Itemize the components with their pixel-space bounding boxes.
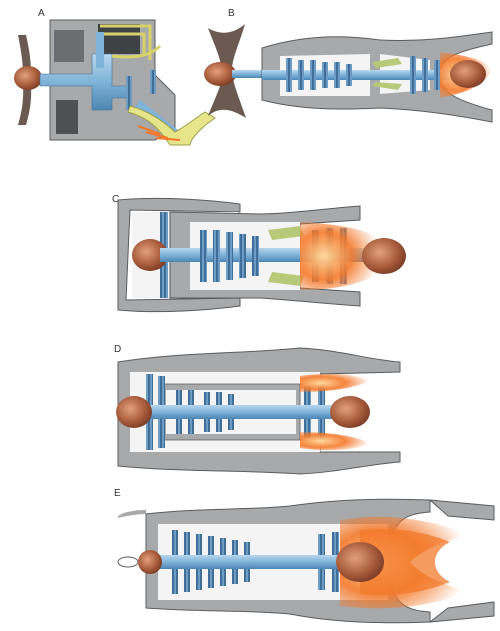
tail-cone-d xyxy=(330,396,370,428)
tail-cone-e xyxy=(336,542,384,582)
compressor-b4 xyxy=(322,62,328,88)
engine-b: B xyxy=(204,8,493,123)
turbine-b1 xyxy=(410,56,416,94)
exhaust-arrows-a xyxy=(137,125,181,141)
gear-frame-yellow xyxy=(100,24,152,60)
engine-c: C xyxy=(112,194,406,313)
main-shaft-e xyxy=(150,555,360,569)
shaft-a-vertical xyxy=(96,32,104,68)
label-b: B xyxy=(228,8,235,19)
tail-cone-b xyxy=(450,60,486,88)
exhaust-flame-d-top xyxy=(300,373,370,392)
gear-wheel-a1 xyxy=(126,76,132,110)
label-e: E xyxy=(114,488,121,499)
intake-lip-top-e xyxy=(118,510,146,518)
compressor-c2 xyxy=(213,230,220,282)
tail-cone-c xyxy=(362,238,406,274)
compressor-b6 xyxy=(346,64,352,86)
compressor-c1 xyxy=(200,230,207,282)
compressor-b3 xyxy=(310,60,316,90)
spinner-b xyxy=(204,62,236,86)
main-shaft-b xyxy=(262,70,452,80)
nozzle-e-top xyxy=(428,499,495,521)
spinner-c xyxy=(132,239,168,271)
prop-shaft-b xyxy=(232,70,270,78)
spinner-e xyxy=(138,550,162,574)
gear-block-a3 xyxy=(98,24,140,54)
combustor-c-top xyxy=(268,226,304,240)
combustor-b-bot xyxy=(372,82,402,90)
compressor-c4 xyxy=(239,234,246,278)
compressor-b1 xyxy=(286,58,292,92)
compressor-c3 xyxy=(226,232,233,280)
combustor-c-bot xyxy=(268,272,304,286)
compressor-b5 xyxy=(334,62,340,88)
gear-block-a2 xyxy=(56,100,78,134)
engine-e: E xyxy=(114,488,495,624)
compressor-b2 xyxy=(298,60,304,90)
gear-wheel-a2 xyxy=(150,70,156,94)
turbine-b2 xyxy=(422,58,428,92)
gear-block-a1 xyxy=(54,30,84,62)
exhaust-flame-d-bot xyxy=(300,432,370,451)
spinner-d xyxy=(116,396,152,428)
turbine-b3 xyxy=(434,60,440,90)
engine-a: A xyxy=(14,8,216,146)
compressor-c5 xyxy=(252,236,259,276)
exhaust-pipe-a xyxy=(127,105,216,146)
label-c: C xyxy=(112,194,119,205)
nozzle-e-bot xyxy=(428,601,495,623)
nacelle-c xyxy=(117,197,241,313)
intake-ring-e xyxy=(117,556,139,568)
main-shaft-d xyxy=(140,405,360,419)
afterburner-flame-e-core xyxy=(360,528,450,596)
exhaust-flame-c xyxy=(300,222,380,290)
intake-arrow-a xyxy=(111,44,162,59)
label-d: D xyxy=(114,344,121,355)
combustor-b-top xyxy=(372,58,402,68)
spinner-a xyxy=(14,66,42,90)
label-a: A xyxy=(38,8,45,19)
engine-d: D xyxy=(114,344,401,475)
